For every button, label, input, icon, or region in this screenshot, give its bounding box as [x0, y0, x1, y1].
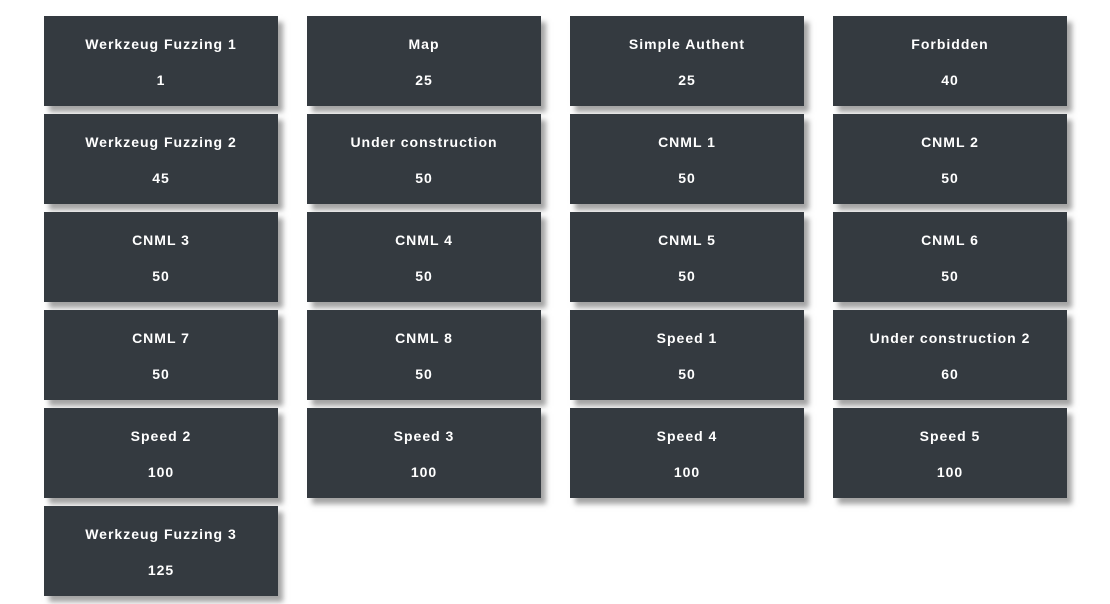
challenge-points: 50	[678, 170, 696, 186]
challenge-board: Werkzeug Fuzzing 1 1 Map 25 Simple Authe…	[44, 16, 1067, 596]
challenge-card[interactable]: CNML 5 50	[570, 212, 804, 302]
challenge-points: 50	[415, 366, 433, 382]
challenge-card[interactable]: CNML 8 50	[307, 310, 541, 400]
challenge-card[interactable]: Simple Authent 25	[570, 16, 804, 106]
challenge-card[interactable]: Speed 4 100	[570, 408, 804, 498]
challenge-card[interactable]: CNML 7 50	[44, 310, 278, 400]
challenge-title: CNML 2	[921, 134, 979, 150]
challenge-points: 100	[147, 464, 175, 480]
challenge-card[interactable]: CNML 3 50	[44, 212, 278, 302]
challenge-title: CNML 5	[658, 232, 716, 248]
challenge-title: Speed 2	[130, 428, 192, 444]
challenge-title: Speed 1	[656, 330, 718, 346]
challenge-title: CNML 8	[395, 330, 453, 346]
challenge-title: Under construction	[350, 134, 498, 150]
challenge-card[interactable]: Speed 1 50	[570, 310, 804, 400]
challenge-points: 50	[415, 268, 433, 284]
challenge-title: CNML 6	[921, 232, 979, 248]
challenge-points: 50	[152, 366, 170, 382]
challenge-points: 50	[941, 170, 959, 186]
challenge-title: Werkzeug Fuzzing 3	[85, 526, 237, 542]
challenge-card[interactable]: Map 25	[307, 16, 541, 106]
challenge-points: 60	[941, 366, 959, 382]
challenge-points: 25	[415, 72, 433, 88]
challenge-title: CNML 3	[132, 232, 190, 248]
challenge-card[interactable]: Werkzeug Fuzzing 1 1	[44, 16, 278, 106]
challenge-card[interactable]: Werkzeug Fuzzing 3 125	[44, 506, 278, 596]
challenge-card[interactable]: Speed 5 100	[833, 408, 1067, 498]
challenge-title: Speed 4	[656, 428, 718, 444]
challenge-points: 100	[673, 464, 701, 480]
challenge-points: 50	[678, 366, 696, 382]
challenge-card[interactable]: Under construction 50	[307, 114, 541, 204]
challenge-title: CNML 1	[658, 134, 716, 150]
challenge-points: 50	[415, 170, 433, 186]
challenge-points: 50	[678, 268, 696, 284]
challenge-title: Werkzeug Fuzzing 1	[85, 36, 237, 52]
challenge-points: 125	[147, 562, 175, 578]
challenge-card[interactable]: Speed 2 100	[44, 408, 278, 498]
challenge-points: 1	[156, 72, 166, 88]
challenge-card[interactable]: Under construction 2 60	[833, 310, 1067, 400]
challenge-title: CNML 7	[132, 330, 190, 346]
challenge-title: Simple Authent	[628, 36, 746, 52]
challenge-card[interactable]: CNML 2 50	[833, 114, 1067, 204]
challenge-card[interactable]: CNML 4 50	[307, 212, 541, 302]
challenge-title: Werkzeug Fuzzing 2	[85, 134, 237, 150]
challenge-points: 45	[152, 170, 170, 186]
challenge-points: 100	[410, 464, 438, 480]
challenge-card[interactable]: CNML 6 50	[833, 212, 1067, 302]
challenge-title: Speed 3	[393, 428, 455, 444]
challenge-points: 50	[941, 268, 959, 284]
challenge-title: Forbidden	[911, 36, 989, 52]
challenge-card[interactable]: Speed 3 100	[307, 408, 541, 498]
challenge-points: 50	[152, 268, 170, 284]
challenge-points: 100	[936, 464, 964, 480]
challenge-title: Speed 5	[919, 428, 981, 444]
challenge-card[interactable]: Werkzeug Fuzzing 2 45	[44, 114, 278, 204]
challenge-points: 25	[678, 72, 696, 88]
challenge-title: Map	[408, 36, 440, 52]
challenge-title: CNML 4	[395, 232, 453, 248]
challenge-points: 40	[941, 72, 959, 88]
challenge-card[interactable]: CNML 1 50	[570, 114, 804, 204]
challenge-card[interactable]: Forbidden 40	[833, 16, 1067, 106]
challenge-title: Under construction 2	[869, 330, 1031, 346]
